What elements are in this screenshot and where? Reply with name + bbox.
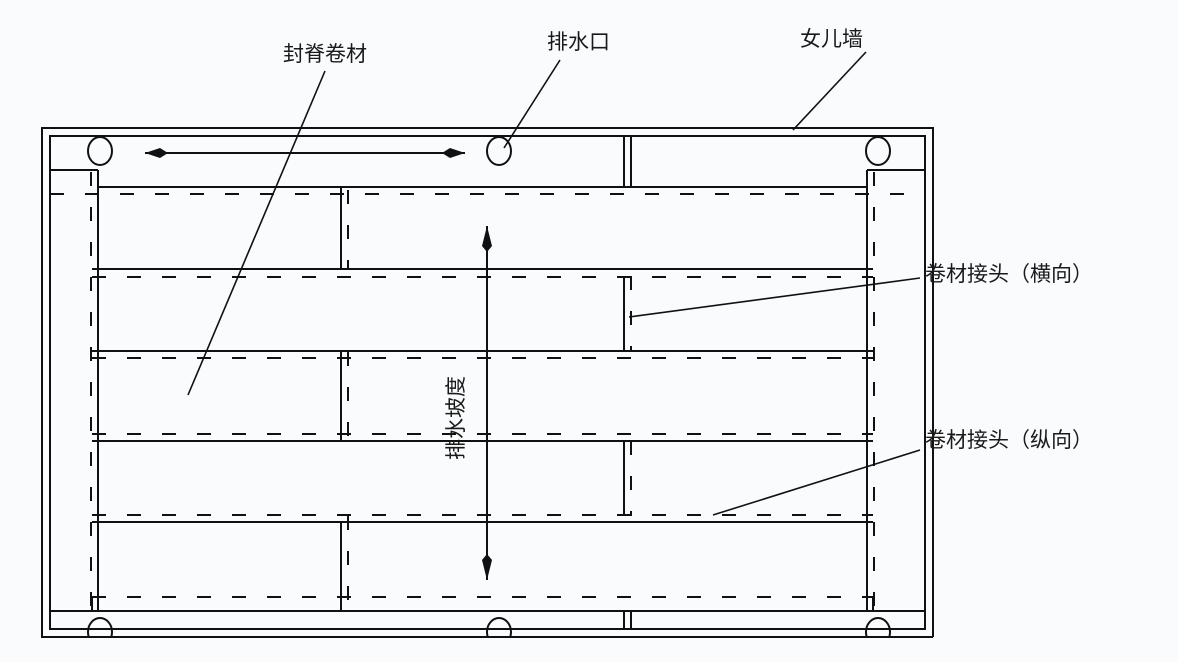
horizontal-drainage-arrow (145, 148, 465, 158)
label-joint-longitudinal: 卷材接头（纵向） (925, 428, 1093, 452)
drain-outlet-top-right (865, 136, 891, 166)
leader-joint-transverse (628, 277, 921, 318)
leader-drain-outlet (503, 59, 561, 149)
leader-parapet-wall (792, 51, 867, 131)
label-parapet-wall: 女儿墙 (800, 27, 863, 51)
drain-outlet-top-left (87, 136, 113, 166)
leader-ridge-membrane (187, 70, 326, 396)
label-ridge-membrane: 封脊卷材 (283, 42, 367, 66)
label-drainage-slope: 排水坡度 (444, 376, 468, 460)
drain-outlet-top-center (486, 136, 512, 166)
leader-joint-longitudinal (712, 449, 921, 516)
drainage-slope-arrow (482, 226, 492, 580)
label-drain-outlet: 排水口 (547, 30, 610, 54)
label-joint-transverse: 卷材接头（横向） (925, 262, 1093, 286)
